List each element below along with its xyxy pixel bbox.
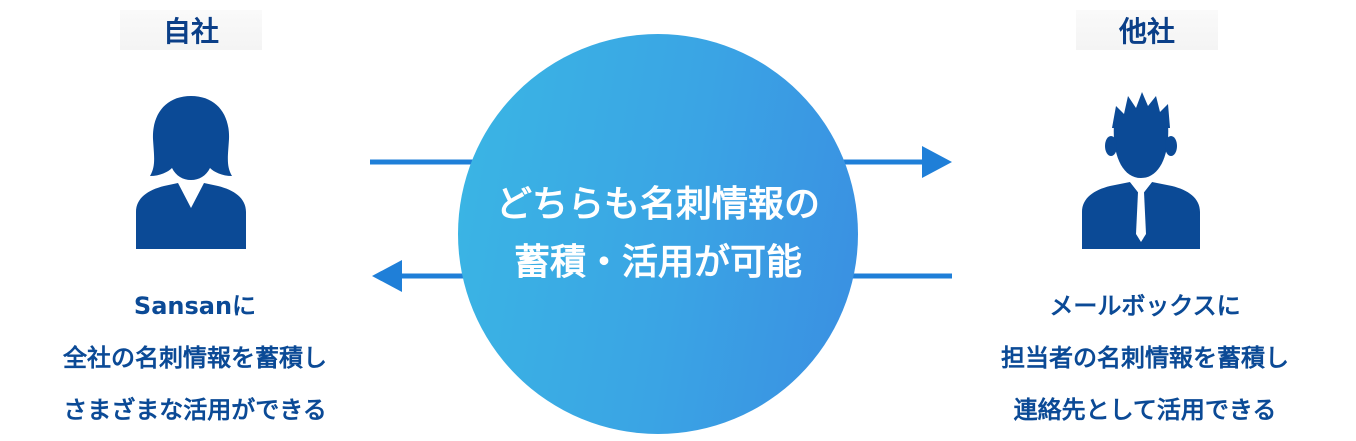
own-company-label: 自社 [120,10,262,50]
own-description-line-2: 全社の名刺情報を蓄積し [63,344,327,372]
own-description-line-3: さまざまな活用ができる [63,396,327,424]
center-line-1: どちらも名刺情報の [495,184,820,225]
other-description-line-1: メールボックスに [1049,292,1241,320]
person-male-suit-icon [1082,92,1200,249]
own-company-description: Sansanに 全社の名刺情報を蓄積し さまざまな活用ができる [10,280,380,436]
center-circle: どちらも名刺情報の 蓄積・活用が可能 [458,34,858,434]
other-company-description: メールボックスに 担当者の名刺情報を蓄積し 連絡先として活用できる [945,280,1345,436]
center-line-2: 蓄積・活用が可能 [513,242,802,283]
own-description-line-1: Sansanに [133,292,257,320]
other-description-line-3: 連絡先として活用できる [1013,396,1277,424]
other-description-line-2: 担当者の名刺情報を蓄積し [1001,344,1289,372]
person-female-icon [136,96,246,249]
other-company-label: 他社 [1076,10,1218,50]
